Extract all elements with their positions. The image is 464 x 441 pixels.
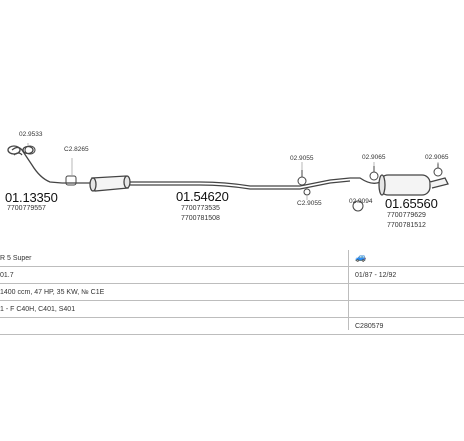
- spec-row-engine: 1400 ccm, 47 HP, 35 KW, № C1E: [0, 284, 464, 301]
- rear-silencer-oe-1: 7700779629: [387, 212, 426, 219]
- front-clamp-label: 02.9533: [19, 131, 43, 138]
- spec-table: R 5 Super 🚙 01.7 01/87 - 12/92 1400 ccm,…: [0, 250, 464, 335]
- engine-description: 1400 ccm, 47 HP, 35 KW, № C1E: [0, 289, 105, 296]
- date-range: 01/87 - 12/92: [355, 272, 397, 279]
- catalog-number: C280579: [355, 323, 384, 330]
- mount-c-label: 02.9065: [425, 154, 449, 161]
- front-gasket-label: C2.8265: [64, 146, 89, 153]
- middle-pipe-number: 01.54620: [176, 189, 229, 204]
- car-icon: 🚙: [355, 252, 367, 262]
- spec-row-codes: 1 - F C40H, C401, S401: [0, 301, 464, 318]
- mid-clamp-label: C2.9055: [297, 200, 322, 207]
- hanger-drawings: [297, 163, 443, 212]
- middle-pipe-oe-1: 7700773535: [181, 205, 220, 212]
- column-divider: [348, 250, 349, 330]
- spec-row-model: R 5 Super 🚙: [0, 250, 464, 267]
- engine-size-short: 01.7: [0, 272, 14, 279]
- front-pipe-number: 01.13350: [5, 190, 58, 205]
- middle-silencer-drawing: [62, 175, 351, 192]
- rear-silencer-drawing: [350, 174, 449, 196]
- model-name: R 5 Super: [0, 255, 32, 262]
- rear-silencer-number: 01.65560: [385, 196, 438, 211]
- exhaust-diagram: 02.9533 C2.8265 01.13350 7700779557 01.5…: [5, 131, 449, 229]
- leader-lines: [27, 143, 439, 201]
- mount-a-label: 02.9055: [290, 155, 314, 162]
- rear-silencer-oe-2: 7700781512: [387, 222, 426, 229]
- middle-pipe-oe-2: 7700781508: [181, 215, 220, 222]
- exhaust-drawing: [7, 143, 449, 212]
- rear-clamp-label: 02.9094: [349, 198, 373, 205]
- spec-row-dates: 01.7 01/87 - 12/92: [0, 267, 464, 284]
- engine-codes: 1 - F C40H, C401, S401: [0, 306, 76, 313]
- clamp-drawing: [24, 145, 77, 186]
- mount-b-label: 02.9065: [362, 154, 386, 161]
- front-pipe-oe: 7700779557: [7, 205, 46, 212]
- spec-row-catalog: C280579: [0, 318, 464, 335]
